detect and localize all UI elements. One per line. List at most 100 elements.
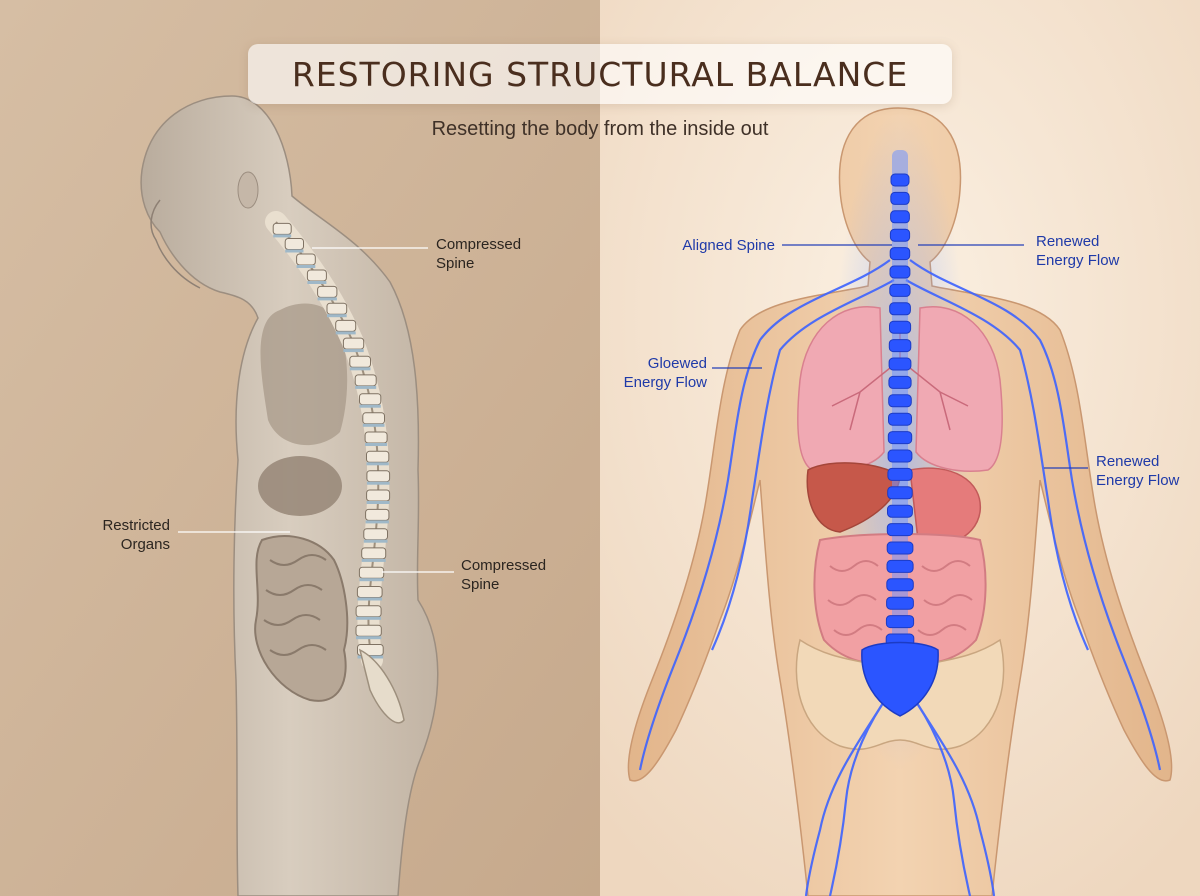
vertebra bbox=[326, 302, 348, 315]
vertebra bbox=[889, 302, 911, 316]
label-line: Renewed bbox=[1036, 233, 1100, 250]
spinal-disc bbox=[307, 281, 327, 284]
vertebra bbox=[887, 449, 913, 463]
vertebra bbox=[335, 319, 357, 332]
vertebra bbox=[366, 470, 391, 483]
vertebra bbox=[889, 283, 911, 297]
label-line: Compressed bbox=[436, 236, 522, 253]
left-intestines bbox=[254, 535, 349, 702]
vertebra bbox=[354, 374, 377, 387]
label-renewed-energy-upper: Renewed Energy Flow bbox=[1036, 232, 1119, 270]
label-compressed-spine-upper: Compressed Spine bbox=[436, 235, 521, 273]
vertebra bbox=[296, 253, 316, 266]
vertebra bbox=[886, 523, 914, 537]
left-stomach bbox=[258, 456, 342, 516]
vertebra bbox=[355, 605, 382, 618]
vertebra bbox=[888, 339, 912, 353]
vertebra bbox=[888, 357, 912, 371]
spinal-disc bbox=[365, 443, 388, 446]
vertebra bbox=[362, 412, 385, 425]
vertebra bbox=[888, 412, 912, 426]
label-line: Spine bbox=[461, 576, 500, 593]
label-line: Energy Flow bbox=[1096, 472, 1180, 489]
vertebra bbox=[887, 431, 913, 445]
vertebra bbox=[364, 431, 388, 444]
vertebra bbox=[887, 486, 913, 500]
right-intestine-coils bbox=[827, 560, 973, 636]
spinal-disc bbox=[273, 234, 292, 238]
vertebra bbox=[886, 541, 914, 555]
label-line: Energy Flow bbox=[1036, 252, 1120, 269]
left-ear bbox=[237, 171, 259, 209]
vertebra bbox=[317, 285, 338, 298]
spinal-disc bbox=[343, 349, 364, 353]
label-line: Spine bbox=[436, 255, 475, 272]
vertebra bbox=[890, 173, 910, 187]
vertebra bbox=[886, 559, 914, 573]
vertebra bbox=[284, 238, 305, 250]
spinal-disc bbox=[317, 297, 337, 301]
vertebra bbox=[885, 615, 915, 629]
spinal-disc bbox=[285, 249, 304, 253]
left-sacrum bbox=[358, 648, 405, 724]
left-face-profile bbox=[150, 199, 201, 289]
vertebra bbox=[358, 566, 385, 579]
vertebra bbox=[889, 247, 911, 261]
vertebra bbox=[886, 578, 914, 592]
spinal-disc bbox=[355, 385, 377, 389]
spinal-disc bbox=[361, 558, 386, 562]
right-vertebrae bbox=[885, 173, 915, 647]
vertebra bbox=[361, 547, 387, 560]
page-title: RESTORING STRUCTURAL BALANCE bbox=[291, 54, 909, 94]
right-figure bbox=[627, 107, 1173, 896]
right-sacrum bbox=[861, 641, 939, 717]
vertebra bbox=[889, 320, 912, 334]
vertebra bbox=[342, 337, 365, 350]
spinal-disc bbox=[365, 520, 389, 524]
label-line: Renewed bbox=[1096, 453, 1160, 470]
label-compressed-spine-lower: Compressed Spine bbox=[461, 556, 546, 594]
page-subtitle: Resetting the body from the inside out bbox=[431, 118, 769, 140]
spinal-disc bbox=[356, 636, 382, 640]
spinal-disc bbox=[357, 597, 383, 601]
left-vertebrae bbox=[272, 222, 391, 659]
vertebra bbox=[890, 210, 910, 224]
leader-lines bbox=[178, 244, 1088, 573]
vertebra bbox=[363, 528, 388, 541]
label-line: Gloewed bbox=[647, 355, 707, 372]
label-line: Energy Flow bbox=[623, 374, 707, 391]
vertebra bbox=[887, 504, 913, 518]
label-line: Organs bbox=[120, 536, 170, 553]
vertebra bbox=[888, 375, 912, 389]
spinal-disc bbox=[359, 578, 384, 582]
vertebra bbox=[890, 191, 910, 205]
vertebra bbox=[366, 489, 391, 502]
spinal-disc bbox=[362, 423, 385, 427]
vertebra bbox=[887, 467, 913, 481]
vertebra bbox=[889, 265, 911, 279]
title-banner: RESTORING STRUCTURAL BALANCE bbox=[248, 44, 952, 104]
vertebra bbox=[365, 508, 390, 521]
left-figure bbox=[140, 95, 439, 896]
label-gloewed-energy: Gloewed Energy Flow bbox=[600, 354, 707, 392]
energy-nerve-lines bbox=[638, 259, 1162, 896]
vertebra bbox=[366, 450, 390, 463]
vertebra bbox=[886, 596, 914, 610]
vertebra bbox=[359, 393, 382, 406]
label-line: Restricted bbox=[102, 517, 170, 534]
right-lung-right bbox=[915, 306, 1003, 472]
spinal-disc bbox=[356, 616, 382, 620]
left-intestine-coils bbox=[263, 554, 327, 656]
spinal-disc bbox=[327, 314, 347, 318]
vertebra bbox=[888, 394, 912, 408]
spinal-disc bbox=[366, 462, 389, 466]
vertebra bbox=[272, 222, 292, 235]
spinal-disc bbox=[359, 404, 381, 408]
vertebra bbox=[889, 228, 911, 242]
label-aligned-spine: Aligned Spine bbox=[640, 236, 775, 255]
vertebra bbox=[356, 586, 383, 598]
vertebra bbox=[355, 624, 382, 637]
label-restricted-organs: Restricted Organs bbox=[70, 516, 170, 554]
